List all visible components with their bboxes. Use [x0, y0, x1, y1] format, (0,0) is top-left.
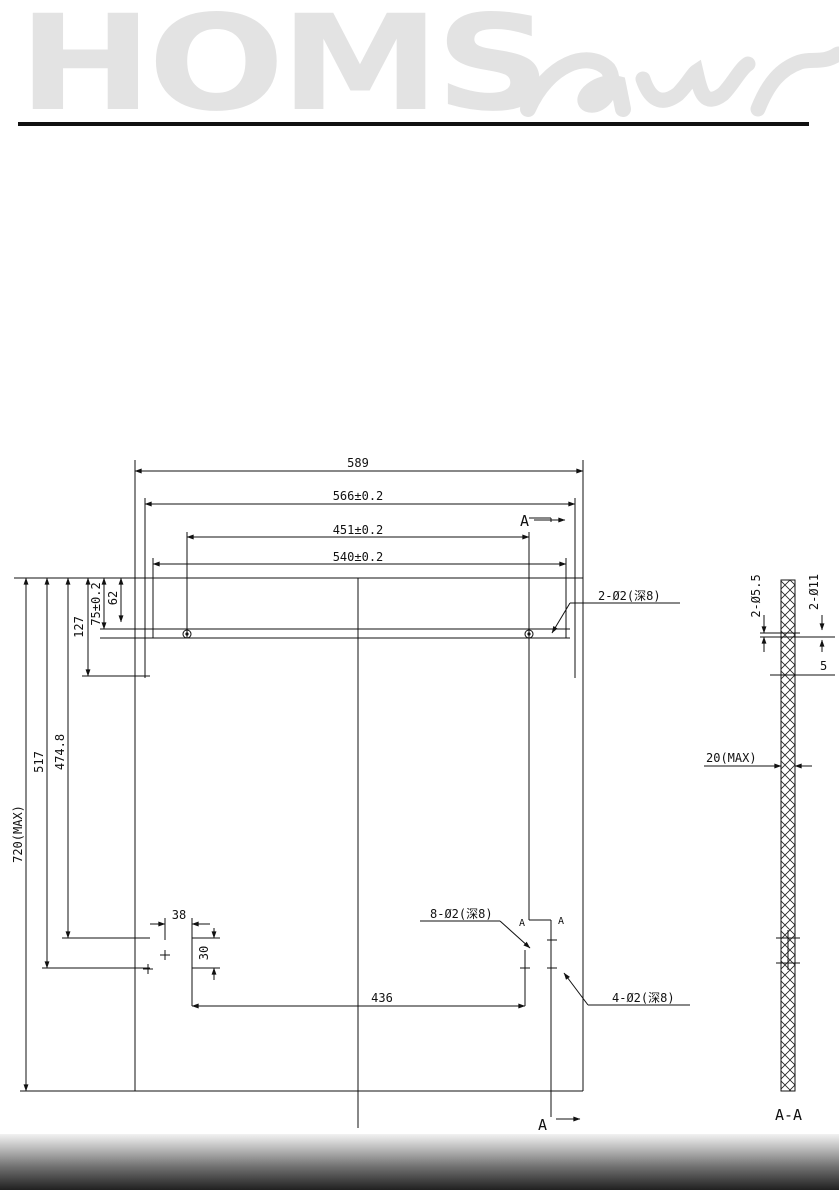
section-mark-small-1: A — [519, 918, 525, 929]
section-mark-bottom: A — [538, 1116, 547, 1134]
dim-top-75: 75±0.2 — [89, 582, 103, 625]
footer-gradient-bar — [0, 1134, 839, 1190]
dim-top-62: 62 — [106, 591, 120, 605]
dim-bottom-hole-span: 436 — [371, 991, 393, 1005]
dim-panel-width: 540±0.2 — [333, 550, 384, 564]
logo-wordmark: HOMS — [18, 0, 551, 141]
dim-hole-span-outer: 566±0.2 — [333, 489, 384, 503]
rail-hole-right — [524, 629, 534, 639]
section-thickness: 20(MAX) — [706, 751, 757, 765]
section-dia-large: 2-Ø11 — [807, 574, 821, 610]
callout-top-holes: 2-Ø2(深8) — [598, 589, 661, 603]
dim-height-720: 720(MAX) — [11, 805, 25, 863]
section-label: A-A — [775, 1106, 802, 1124]
dim-height-474: 474.8 — [53, 734, 67, 770]
callout-right-holes: 4-Ø2(深8) — [612, 991, 675, 1005]
section-dia-small: 2-Ø5.5 — [749, 574, 763, 617]
section-mark-small-2: A — [558, 916, 564, 927]
section-mark-top: A — [520, 512, 529, 530]
dim-small-vertical: 30 — [197, 946, 211, 960]
dim-side-offset: 38 — [172, 908, 186, 922]
header-divider — [18, 122, 809, 126]
callout-left-holes: 8-Ø2(深8) — [430, 907, 493, 921]
section-view — [704, 579, 835, 1092]
technical-drawing: 589 566±0.2 451±0.2 540±0.2 436 38 30 62… — [11, 456, 835, 1134]
dim-height-517: 517 — [32, 751, 46, 773]
dim-top-127: 127 — [72, 616, 86, 638]
dim-overall-width: 589 — [347, 456, 369, 470]
dim-hole-span-inner: 451±0.2 — [333, 523, 384, 537]
section-depth: 5 — [820, 659, 827, 673]
brand-logo: HOMS — [18, 0, 839, 130]
air-script-logo-icon — [520, 46, 839, 117]
rail-hole-left — [182, 629, 192, 639]
